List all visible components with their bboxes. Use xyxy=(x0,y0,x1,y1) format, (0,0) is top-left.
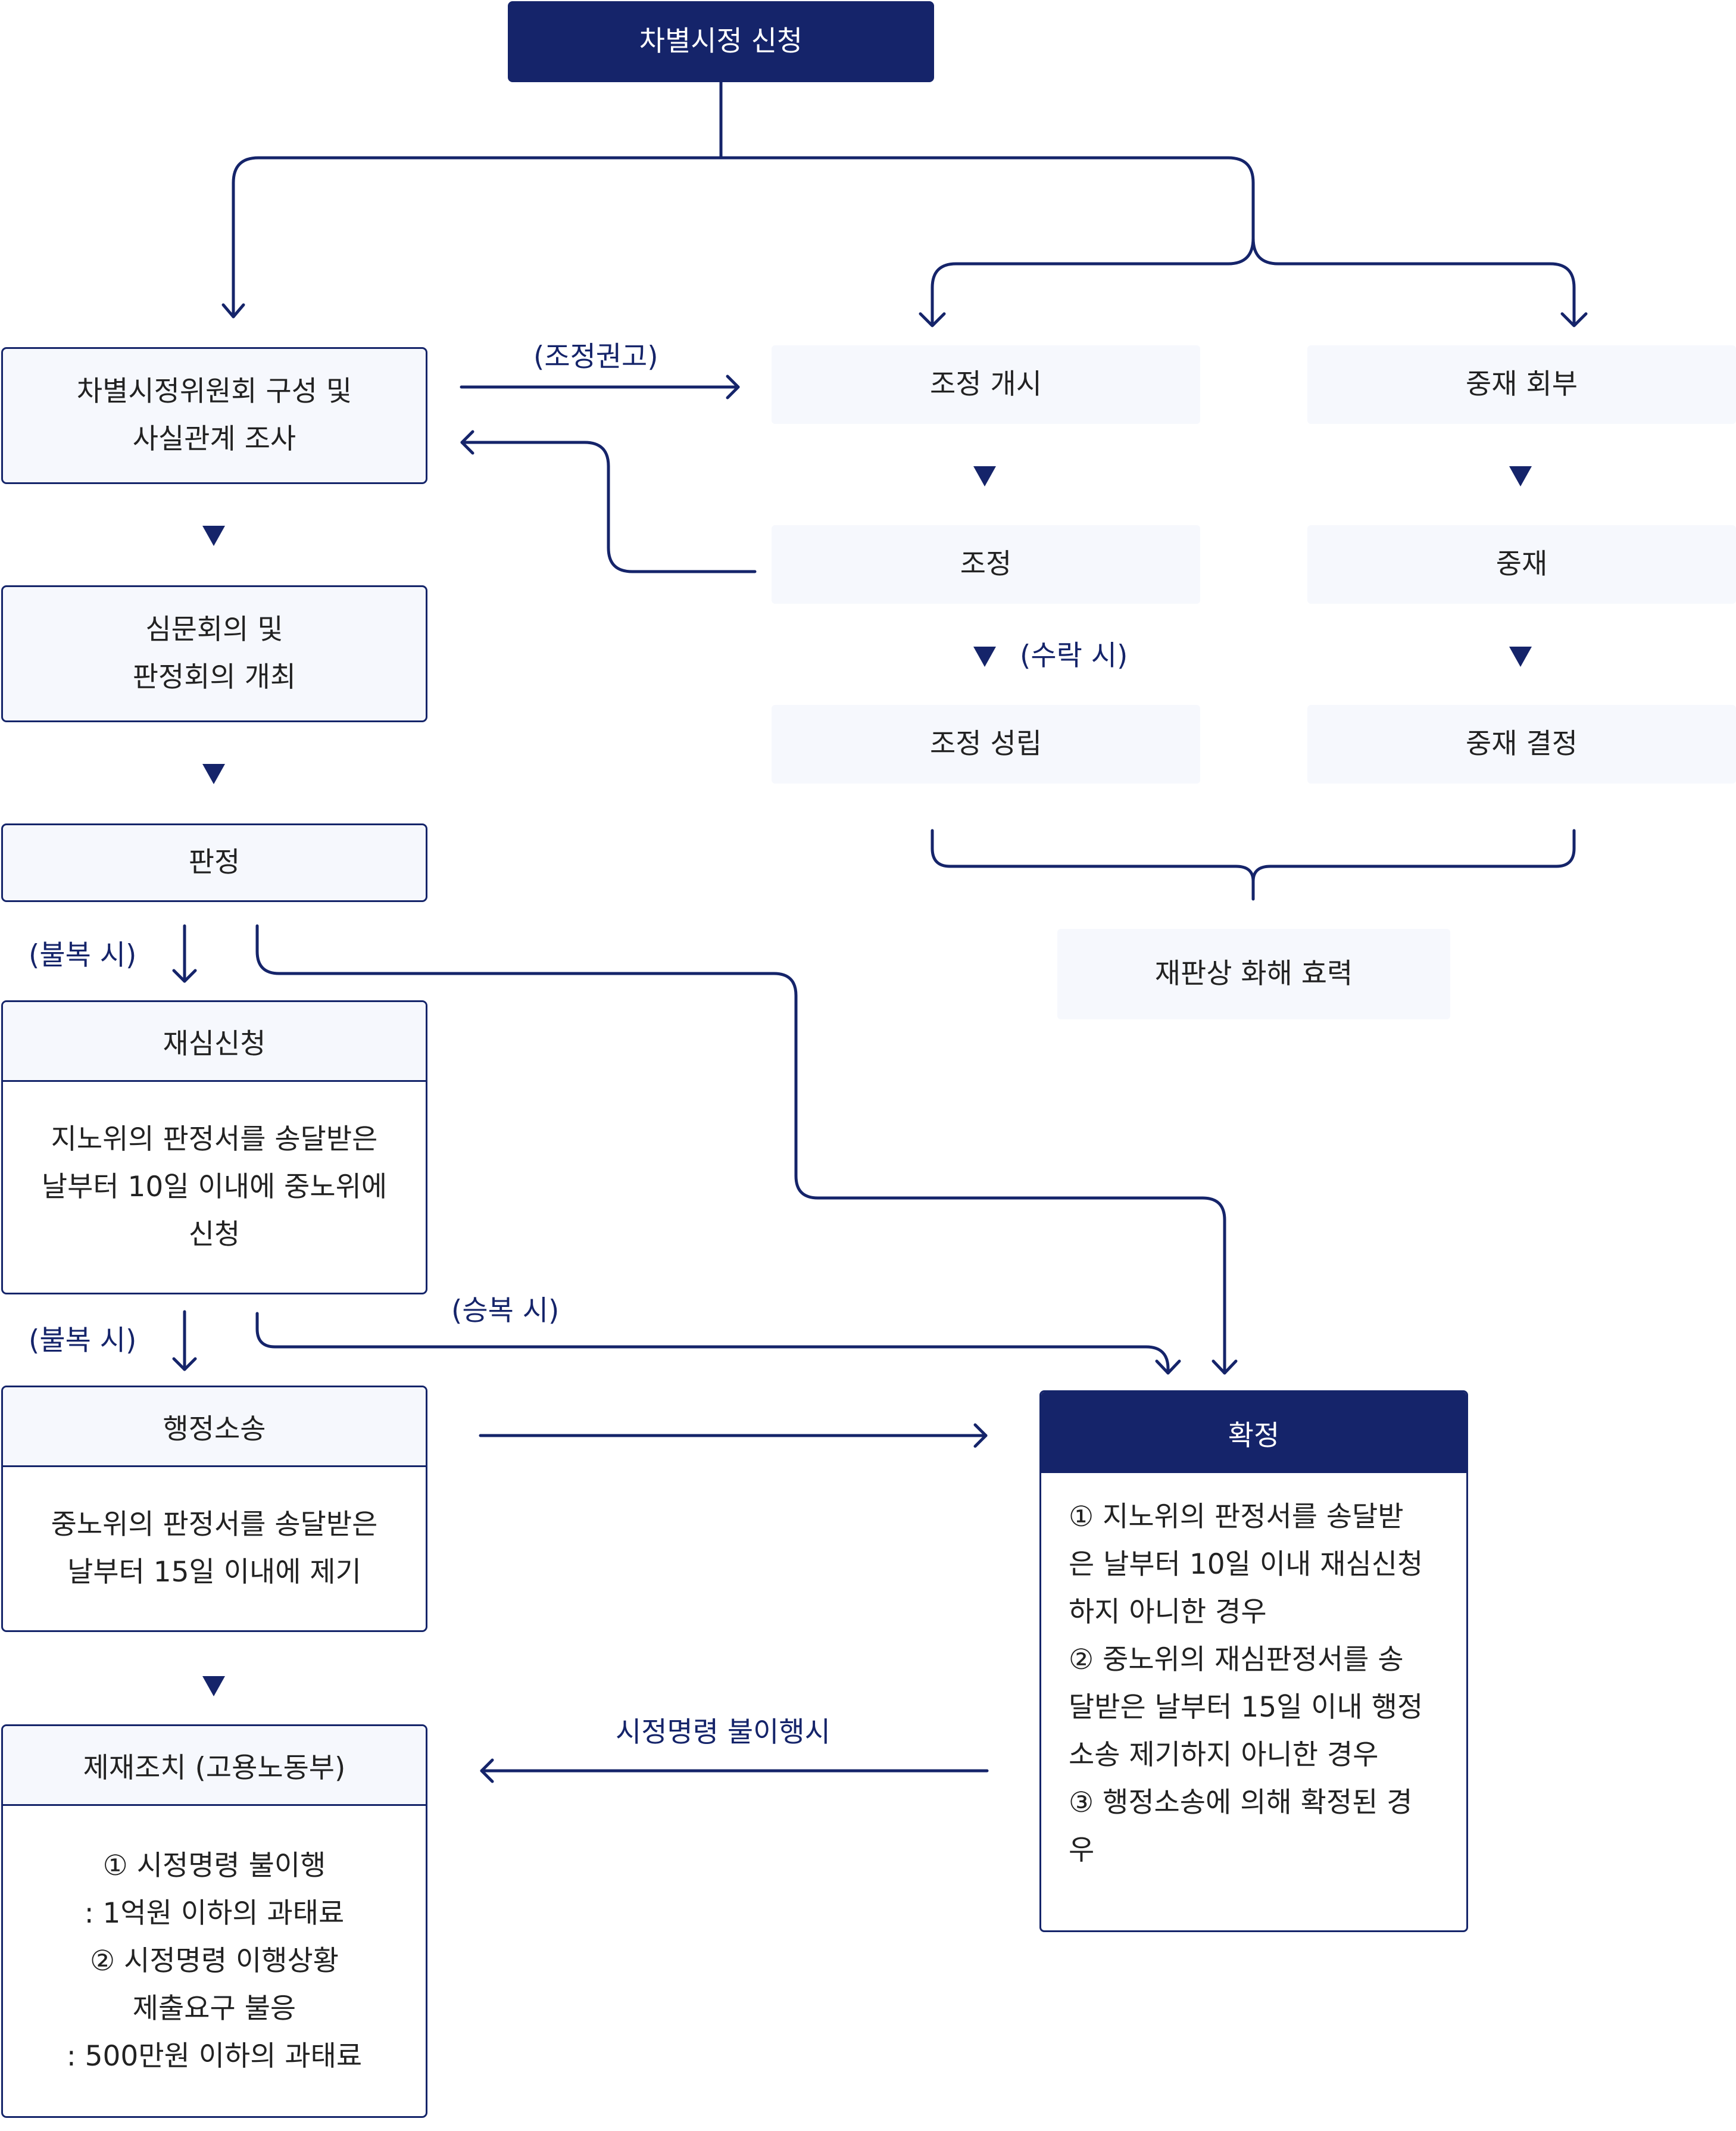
judicial-settlement-box: 재판상 화해 효력 xyxy=(1057,929,1450,1019)
confirmation-title: 확정 xyxy=(1041,1392,1466,1473)
mediation-label: 조정 xyxy=(960,548,1012,581)
sanction-line-5: : 500만원 이하의 과태료 xyxy=(66,2039,363,2073)
confirm-line-3: 하지 아니한 경우 xyxy=(1069,1596,1267,1628)
retrial-line-3: 신청 xyxy=(188,1218,241,1251)
arrow-down-icon xyxy=(1509,466,1532,486)
judicial-settlement-label: 재판상 화해 효력 xyxy=(1154,957,1353,990)
confirm-line-7: ③ 행정소송에 의해 확정된 경 xyxy=(1069,1786,1413,1819)
noncompliance-label: 시정명령 불이행시 xyxy=(616,1716,830,1749)
decision-label: 판정 xyxy=(188,846,241,879)
administrative-lawsuit-card: 행정소송 중노위의 판정서를 송달받은 날부터 15일 이내에 제기 xyxy=(1,1386,427,1632)
sanction-line-2: : 1억원 이하의 과태료 xyxy=(84,1896,345,1930)
mediation-success-label: 조정 성립 xyxy=(930,728,1042,760)
confirmation-card: 확정 ① 지노위의 판정서를 송달받 은 날부터 10일 이내 재심신청 하지 … xyxy=(1039,1390,1468,1932)
hearing-line-2: 판정회의 개최 xyxy=(132,661,296,694)
arbitration-decision-box: 중재 결정 xyxy=(1307,705,1736,784)
committee-line-1: 차별시정위원회 구성 및 xyxy=(76,375,352,408)
mediation-success-box: 조정 성립 xyxy=(772,705,1200,784)
arbitration-referral-box: 중재 회부 xyxy=(1307,345,1736,424)
confirm-line-6: 소송 제기하지 아니한 경우 xyxy=(1069,1739,1379,1771)
arrow-down-icon xyxy=(202,1676,225,1696)
administrative-lawsuit-title-text: 행정소송 xyxy=(163,1413,266,1446)
sanction-title-text: 제재조치 (고용노동부) xyxy=(83,1752,346,1784)
confirm-line-2: 은 날부터 10일 이내 재심신청 xyxy=(1069,1548,1423,1581)
arbitration-box: 중재 xyxy=(1307,525,1736,604)
arrow-down-icon xyxy=(202,764,225,784)
retrial-request-card: 재심신청 지노위의 판정서를 송달받은 날부터 10일 이내에 중노위에 신청 xyxy=(1,1000,427,1294)
retrial-line-1: 지노위의 판정서를 송달받은 xyxy=(51,1123,378,1156)
discrimination-correction-request-label: 차별시정 신청 xyxy=(639,25,803,58)
mediation-start-label: 조정 개시 xyxy=(930,368,1042,401)
arrow-down-icon xyxy=(973,466,996,486)
decision-box: 판정 xyxy=(1,823,427,902)
lawsuit-line-1: 중노위의 판정서를 송달받은 xyxy=(51,1508,378,1541)
retrial-request-body: 지노위의 판정서를 송달받은 날부터 10일 이내에 중노위에 신청 xyxy=(3,1082,426,1293)
arrow-down-icon xyxy=(1509,647,1532,667)
sanction-line-1: ① 시정명령 불이행 xyxy=(102,1849,326,1882)
retrial-request-title: 재심신청 xyxy=(3,1002,426,1082)
lawsuit-line-2: 날부터 15일 이내에 제기 xyxy=(67,1556,361,1589)
mediation-recommendation-label: (조정권고) xyxy=(533,341,658,373)
arbitration-referral-label: 중재 회부 xyxy=(1466,368,1578,401)
arbitration-decision-label: 중재 결정 xyxy=(1466,728,1578,760)
hearing-meeting-box: 심문회의 및 판정회의 개최 xyxy=(1,585,427,722)
sanction-card: 제재조치 (고용노동부) ① 시정명령 불이행 : 1억원 이하의 과태료 ② … xyxy=(1,1724,427,2118)
arrow-down-icon xyxy=(973,647,996,667)
retrial-request-title-text: 재심신청 xyxy=(163,1028,266,1060)
appeal-label-2: (불복 시) xyxy=(29,1324,137,1357)
confirm-line-1: ① 지노위의 판정서를 송달받 xyxy=(1069,1500,1404,1533)
mediation-start-box: 조정 개시 xyxy=(772,345,1200,424)
acceptance-of-decision-label: (승복 시) xyxy=(451,1294,560,1327)
sanction-body: ① 시정명령 불이행 : 1억원 이하의 과태료 ② 시정명령 이행상황 제출요… xyxy=(3,1806,426,2116)
discrimination-correction-request-box: 차별시정 신청 xyxy=(508,1,934,82)
hearing-line-1: 심문회의 및 xyxy=(145,613,283,646)
sanction-title: 제재조치 (고용노동부) xyxy=(3,1726,426,1806)
confirmation-title-text: 확정 xyxy=(1228,1419,1280,1452)
committee-line-2: 사실관계 조사 xyxy=(132,423,296,455)
committee-investigation-box: 차별시정위원회 구성 및 사실관계 조사 xyxy=(1,347,427,484)
sanction-line-3: ② 시정명령 이행상황 xyxy=(90,1944,339,1977)
retrial-line-2: 날부터 10일 이내에 중노위에 xyxy=(41,1171,388,1203)
arrow-down-icon xyxy=(202,526,225,546)
confirm-line-4: ② 중노위의 재심판정서를 송 xyxy=(1069,1643,1404,1676)
appeal-label-1: (불복 시) xyxy=(29,939,137,972)
administrative-lawsuit-title: 행정소송 xyxy=(3,1387,426,1467)
administrative-lawsuit-body: 중노위의 판정서를 송달받은 날부터 15일 이내에 제기 xyxy=(3,1467,426,1630)
sanction-line-4: 제출요구 불응 xyxy=(132,1992,296,2025)
mediation-box: 조정 xyxy=(772,525,1200,604)
acceptance-label: (수락 시) xyxy=(1020,639,1128,672)
confirm-line-5: 달받은 날부터 15일 이내 행정 xyxy=(1069,1691,1423,1724)
confirmation-body: ① 지노위의 판정서를 송달받 은 날부터 10일 이내 재심신청 하지 아니한… xyxy=(1041,1473,1466,1930)
confirm-line-8: 우 xyxy=(1069,1834,1095,1867)
arbitration-label: 중재 xyxy=(1495,548,1548,581)
